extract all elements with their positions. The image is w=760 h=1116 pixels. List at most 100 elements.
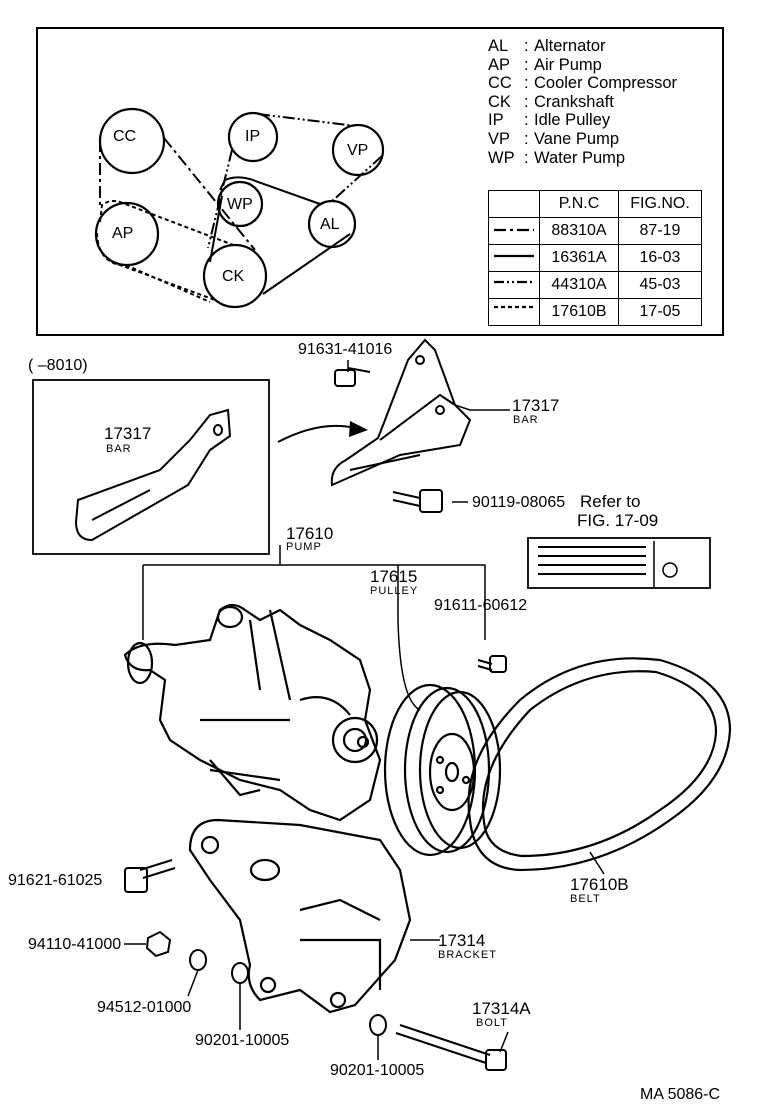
bolt-91611-part: [477, 655, 507, 673]
belt-dotted: [99, 200, 237, 301]
part-number-94110: 94110-41000: [28, 936, 122, 953]
legend-colon: :: [524, 92, 529, 111]
inset-bar-number: 17317: [104, 424, 152, 443]
v-belt-part: [467, 657, 732, 872]
refer-text: Refer to: [580, 492, 641, 511]
bar-part: [330, 338, 472, 487]
header-pnc: P.N.C: [539, 190, 619, 218]
legend-code: CC: [488, 74, 512, 93]
legend-code: AL: [488, 37, 509, 55]
legend-row: VP: Vane Pump: [488, 130, 677, 149]
fig-cell: 17-05: [618, 298, 702, 326]
refer-figure: FIG. 17-09: [577, 511, 659, 530]
part-number-91631: 91631-41016: [298, 341, 393, 358]
pulley-label-al: AL: [320, 216, 340, 233]
inset-range-label: ( –8010): [28, 357, 88, 374]
legend-row: AL: Alternator: [488, 37, 677, 56]
bolt-name: BOLT: [476, 1017, 508, 1029]
figure-code: MA 5086-C: [640, 1086, 721, 1103]
legend-colon: :: [524, 37, 529, 55]
legend-colon: :: [524, 55, 529, 74]
direction-arrow: [277, 424, 356, 443]
header-blank: [488, 190, 540, 218]
line-sample-cell: [488, 244, 540, 272]
pulley-label-cc: CC: [113, 128, 137, 145]
bolt-91631-part: [334, 367, 371, 387]
bar-number: 17317: [512, 396, 560, 415]
line-sample-cell: [488, 298, 540, 326]
legend-row: WP: Water Pump: [488, 149, 677, 168]
vane-pump-part: [123, 603, 382, 822]
bracket-name: BRACKET: [438, 949, 497, 961]
pnc-cell: 17610B: [539, 298, 619, 326]
legend-colon: :: [524, 111, 529, 130]
legend-name: Alternator: [534, 37, 606, 55]
washer-90201-b-part: [369, 1014, 387, 1036]
pulley-label-vp: VP: [347, 142, 369, 159]
legend-name: Air Pump: [534, 55, 602, 74]
pnc-cell: 44310A: [539, 271, 619, 299]
legend-code: WP: [488, 148, 515, 167]
pump-name: PUMP: [286, 541, 322, 553]
legend-colon: :: [524, 129, 529, 148]
bar-name: BAR: [513, 414, 539, 426]
legend-row: CC: Cooler Compressor: [488, 74, 677, 93]
bolt-91621-part: [124, 859, 176, 893]
legend-row: CK: Crankshaft: [488, 93, 677, 112]
legend-code: CK: [488, 92, 511, 111]
bracket-number: 17314: [438, 931, 486, 950]
legend-name: Vane Pump: [534, 129, 619, 148]
nut-94110-part: [145, 930, 172, 958]
pulley-label-ck: CK: [222, 268, 245, 285]
belt-number: 17610B: [570, 875, 629, 894]
bolt-90119-part: [392, 489, 443, 513]
fig-cell: 45-03: [618, 271, 702, 299]
part-number-90119: 90119-08065: [472, 494, 566, 511]
legend-row: IP:Idle Pulley: [488, 111, 677, 130]
legend-code: IP: [488, 111, 504, 130]
belt-routing-frame: [36, 27, 724, 336]
pulley-label-ap: AP: [112, 225, 134, 242]
washer-90201-a-part: [231, 962, 249, 984]
bolt-17314a-part: [395, 1024, 507, 1071]
pulley-ck-circle: [202, 243, 268, 309]
pulley-label-ip: IP: [245, 128, 261, 145]
pump-number: 17610: [286, 524, 334, 543]
fig-cell: 87-19: [618, 217, 702, 245]
inset-frame: [32, 379, 270, 555]
legend-code: AP: [488, 55, 511, 74]
part-number-91621: 91621-61025: [8, 872, 103, 889]
line-sample-cell: [488, 217, 540, 245]
refer-box: [527, 537, 711, 589]
pulley-ip-circle: [227, 111, 279, 163]
part-number-91611: 91611-60612: [434, 597, 528, 614]
bracket-part: [188, 818, 412, 1014]
pnc-cell: 88310A: [539, 217, 619, 245]
washer-94512-part: [189, 949, 207, 971]
pulley-name: PULLEY: [370, 585, 419, 597]
legend-colon: :: [524, 74, 529, 93]
belt-dash-dot-cc: [99, 137, 256, 251]
legend-code: VP: [488, 129, 511, 148]
inset-bar-part: [74, 408, 232, 542]
pulley-vp-circle: [331, 123, 385, 177]
legend-name: Water Pump: [534, 148, 626, 167]
pulley-number: 17615: [370, 567, 418, 586]
pulley-legend: AL: Alternator AP: Air Pump CC: Cooler Comp…: [488, 37, 677, 167]
legend-name: Crankshaft: [534, 92, 614, 111]
legend-row: AP: Air Pump: [488, 56, 677, 75]
belt-dash-dot-dot: [207, 113, 383, 249]
legend-colon: :: [524, 148, 529, 167]
part-number-90201-b: 90201-10005: [330, 1062, 425, 1079]
belt-dotted-ap: [96, 232, 211, 303]
pump-pulley-part: [383, 683, 502, 857]
belt-name: BELT: [570, 893, 601, 905]
inset-bar-name: BAR: [106, 443, 132, 455]
table-header-row: P.N.C FIG.NO.: [488, 190, 702, 218]
legend-name: Cooler Compressor: [534, 74, 678, 93]
header-fig: FIG.NO.: [618, 190, 702, 218]
